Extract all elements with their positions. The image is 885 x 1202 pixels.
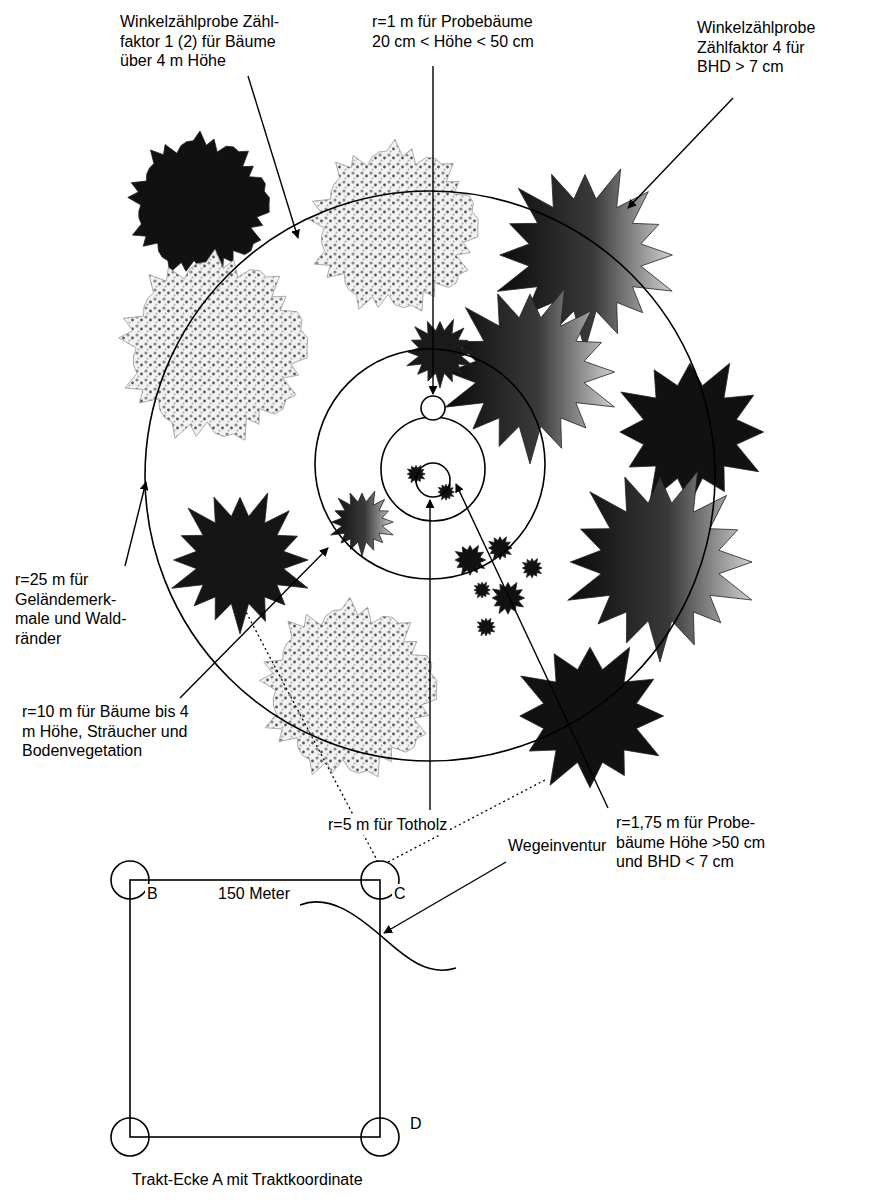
tree-crown (455, 545, 486, 575)
callout-label: D (408, 1114, 424, 1134)
corner-circle (361, 1118, 399, 1156)
corner-circle (111, 1118, 149, 1156)
callout-label: r=5 m für Totholz (326, 815, 449, 835)
tree-crown (172, 493, 308, 634)
leader-arrow (248, 76, 298, 238)
circle-5m (381, 417, 485, 521)
circle-175m (416, 463, 450, 497)
callout-label: r=10 m für Bäume bis 4 m Höhe, Sträucher… (20, 702, 194, 761)
leader-arrow (429, 500, 430, 810)
tree-crown (492, 583, 524, 615)
tree-crown (520, 647, 664, 788)
callout-label: Wegeinventur (506, 836, 608, 856)
callout-label: r=1,75 m für Probe- bäume Höhe >50 cm un… (614, 813, 778, 872)
tree-crown (119, 249, 308, 440)
tree-crown (128, 131, 270, 274)
leader-arrow (456, 484, 608, 808)
tree-crowns (119, 131, 764, 788)
corner-circle (111, 861, 149, 899)
tree-crown (438, 484, 454, 500)
tree-crown (522, 559, 542, 578)
tree-crown (308, 139, 478, 311)
tree-crown (445, 289, 615, 464)
callout-label: Winkelzählprobe Zählfaktor 4 für BHD > 7… (695, 18, 819, 77)
leader-arrow (384, 862, 506, 933)
leader-arrows (125, 66, 733, 933)
leader-arrow (628, 98, 733, 208)
callout-label: r=25 m für Geländemerk- male und Wald- r… (13, 570, 137, 648)
tree-crown (477, 618, 495, 636)
tract (111, 861, 456, 1156)
tree-crown (568, 471, 752, 662)
tree-crown (331, 491, 394, 556)
circle-1m (421, 396, 445, 420)
tree-crown (474, 582, 490, 598)
callout-label: 150 Meter (216, 884, 292, 904)
zoom-lines (246, 612, 545, 862)
callout-label: Trakt-Ecke A mit Traktkoordinate (130, 1170, 365, 1190)
leader-arrow (432, 66, 433, 394)
forest-path (300, 902, 456, 970)
callout-label: r=1 m für Probebäume 20 cm < Höhe < 50 c… (370, 12, 549, 51)
callout-label: B (145, 884, 160, 904)
callout-label: C (392, 884, 408, 904)
tract-square (130, 880, 380, 1137)
leader-arrow (180, 548, 328, 698)
leader-arrow (125, 482, 146, 566)
callout-label: Winkelzählprobe Zähl- faktor 1 (2) für B… (118, 12, 307, 71)
